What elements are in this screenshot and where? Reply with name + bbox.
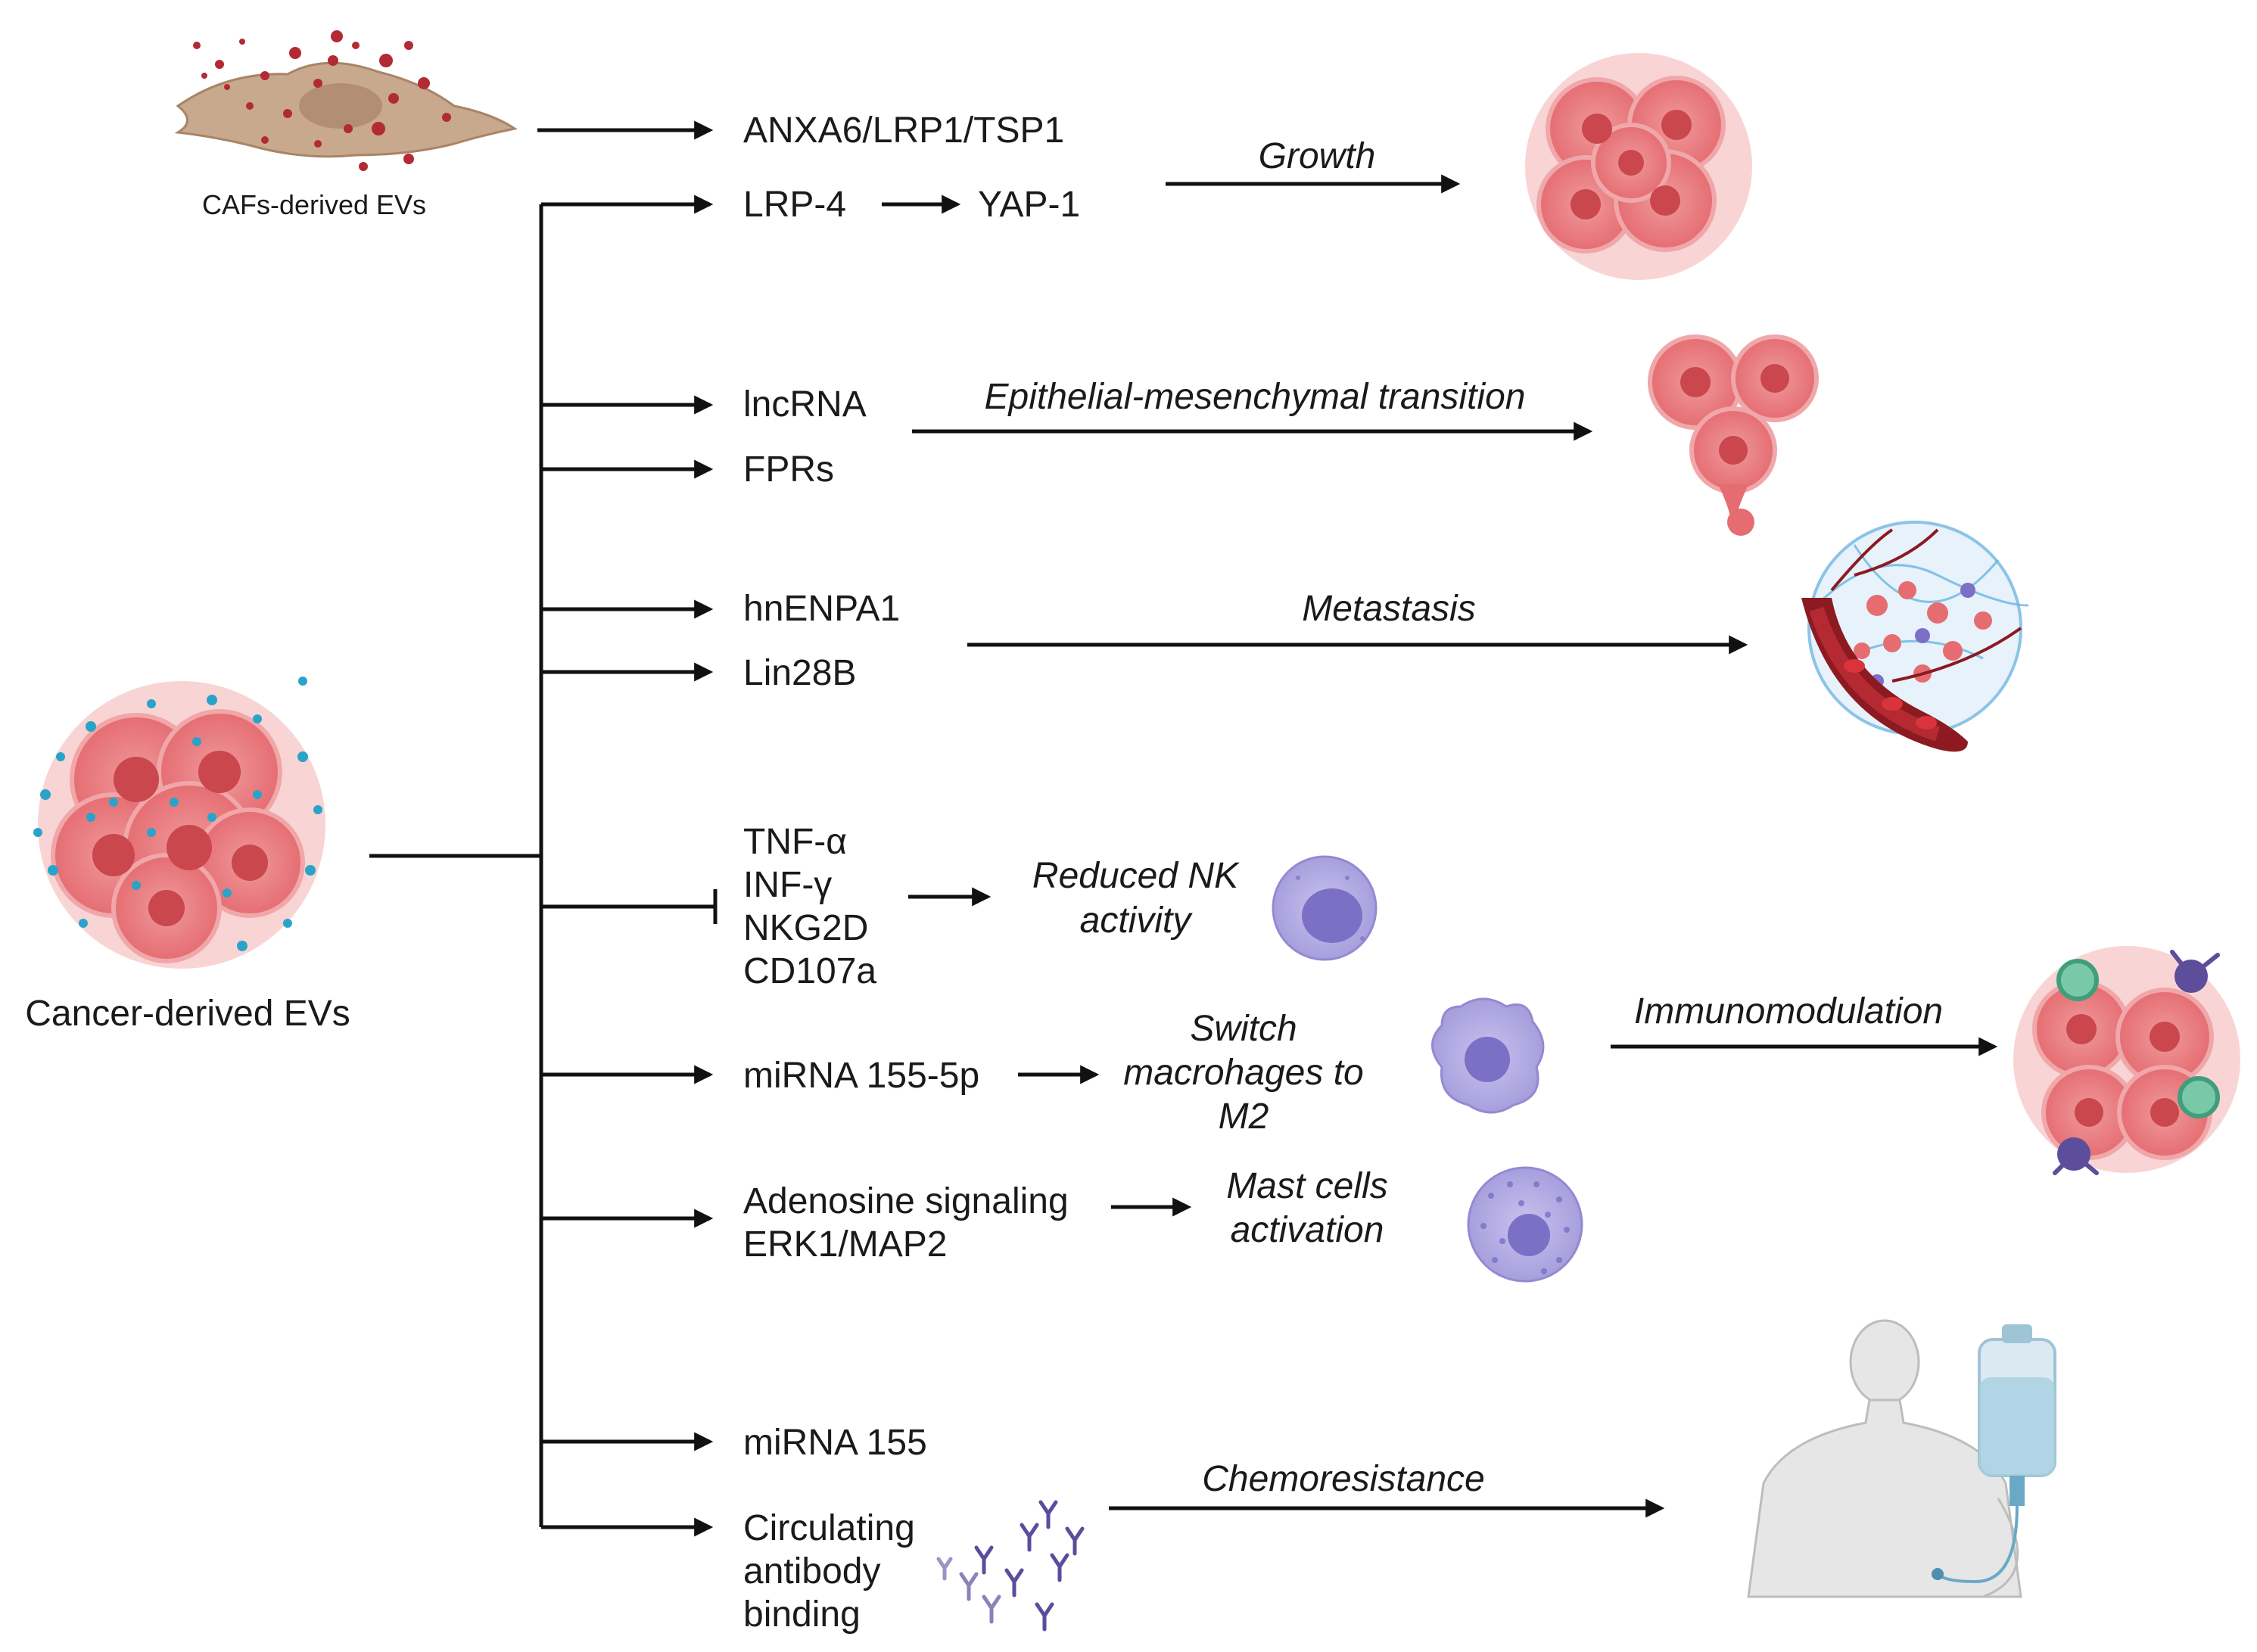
antibodies-icon	[936, 1500, 1085, 1632]
mediator-nkg2d: NKG2D	[743, 908, 868, 948]
branch-connectors	[369, 120, 718, 1537]
mediator-binding: binding	[743, 1594, 861, 1635]
outcome-immunomodulation: Immunomodulation	[1634, 991, 1943, 1031]
cancer-evs-label: Cancer-derived EVs	[25, 994, 350, 1034]
outcome-emt: Epithelial-mesenchymal transition	[985, 377, 1526, 417]
mediator-anxa6: ANXA6/LRP1/TSP1	[743, 110, 1064, 151]
mediator-lrp4: LRP-4	[743, 185, 846, 225]
mediator-cd107a: CD107a	[743, 951, 876, 991]
mediator-fprs: FPRs	[743, 450, 834, 490]
mediator-tnf: TNF-α	[743, 822, 847, 862]
effect-nk-1: Reduced NK	[1032, 856, 1240, 896]
emt-cells-icon	[1648, 334, 1819, 536]
mediator-circulating: Circulating	[743, 1508, 915, 1548]
mediator-lin28b: Lin28B	[743, 653, 856, 693]
mast-cell-icon	[1467, 1166, 1583, 1283]
tumor-growth-icon	[1525, 53, 1752, 280]
outcome-chemoresistance: Chemoresistance	[1202, 1459, 1485, 1499]
immunomodulation-tumor-icon	[2013, 946, 2240, 1175]
effect-mast-2: activation	[1231, 1210, 1384, 1250]
mediator-yap1: YAP-1	[978, 185, 1080, 225]
patient-iv-icon	[1747, 1319, 2056, 1598]
mediator-inf: INF-γ	[743, 865, 832, 905]
effect-mac-3: M2	[1219, 1097, 1269, 1137]
mediator-mirna155: miRNA 155	[743, 1423, 927, 1463]
mediator-antibody: antibody	[743, 1551, 880, 1591]
caf-fibroblast-icon	[174, 30, 518, 171]
metastasis-vessel-icon	[1801, 521, 2029, 752]
mediator-hnenpa1: hnENPA1	[743, 589, 900, 629]
nk-cell-icon	[1272, 855, 1378, 961]
cancer-evs-tumor-icon	[33, 677, 325, 969]
effect-mac-1: Switch	[1190, 1009, 1297, 1049]
cafs-evs-label: CAFs-derived EVs	[202, 189, 426, 220]
effect-mac-2: macrohages to	[1123, 1053, 1364, 1093]
outcome-growth: Growth	[1259, 136, 1376, 176]
mediator-erk1: ERK1/MAP2	[743, 1224, 947, 1265]
outcome-metastasis: Metastasis	[1302, 589, 1475, 629]
effect-nk-2: activity	[1080, 901, 1194, 941]
macrophage-icon	[1431, 997, 1545, 1114]
mediator-lncrna: lncRNA	[743, 384, 867, 425]
mediator-adenosine: Adenosine signaling	[743, 1181, 1069, 1221]
effect-mast-1: Mast cells	[1226, 1166, 1387, 1206]
mediator-mirna155-5p: miRNA 155-5p	[743, 1056, 979, 1096]
